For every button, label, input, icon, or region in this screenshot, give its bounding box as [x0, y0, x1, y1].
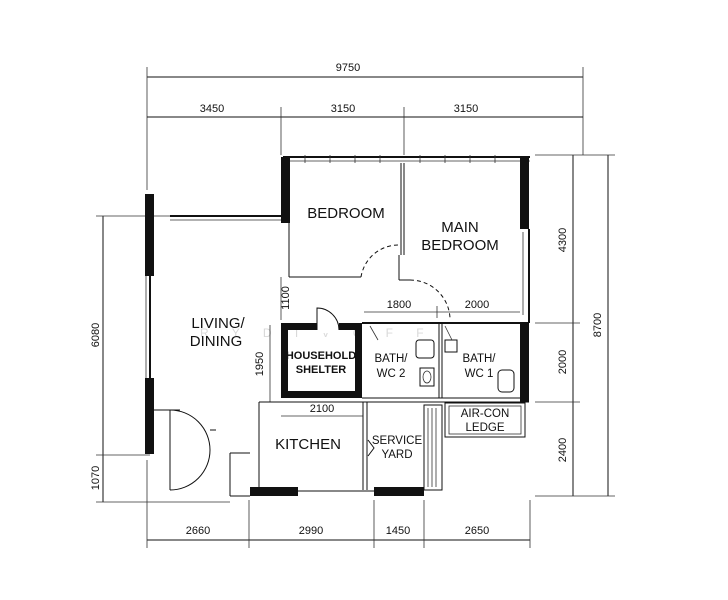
dim-right-3: 2400	[557, 438, 569, 462]
label-bedroom: BEDROOM	[307, 205, 385, 222]
label-bath1-2: WC 1	[465, 368, 494, 380]
toilet-icon-wc2	[415, 339, 435, 359]
bathrooms	[362, 322, 529, 403]
dim-left-lower: 1070	[90, 466, 102, 490]
dim-right-total: 8700	[592, 313, 604, 337]
interior-dimensions: 1100 1800 2000 1950 2100	[254, 277, 520, 417]
watermark-text: R Y D I V O F F	[200, 326, 434, 340]
household-shelter	[281, 307, 362, 398]
label-household: HOUSEHOLD	[286, 350, 356, 362]
dim-bottom-4: 2650	[465, 525, 489, 537]
label-kitchen: KITCHEN	[275, 436, 341, 453]
label-yard: YARD	[381, 449, 412, 461]
external-walls	[145, 155, 530, 454]
sink-icon-wc2	[419, 367, 435, 387]
aircon-ledge	[444, 402, 526, 438]
top-dimensions: 9750 3450 3150 3150	[146, 62, 584, 190]
dim-2000: 2000	[465, 299, 489, 311]
right-dimensions: 8700 4300 2000 2400	[535, 154, 615, 497]
dim-left-upper: 6080	[90, 323, 102, 347]
label-aircon-2: LEDGE	[466, 422, 505, 434]
dim-bottom-2: 2990	[299, 525, 323, 537]
label-main-bedroom-1: MAIN	[441, 219, 479, 236]
dim-top-total: 9750	[336, 62, 360, 74]
left-dimensions: 6080 1070	[90, 215, 230, 503]
room-labels: BEDROOM MAIN BEDROOM LIVING/ DINING HOUS…	[190, 205, 510, 461]
dim-1100: 1100	[280, 286, 292, 310]
dim-top-1: 3450	[200, 103, 224, 115]
label-service: SERVICE	[372, 435, 423, 447]
label-bath2-2: WC 2	[377, 368, 406, 380]
dim-bottom-1: 2660	[186, 525, 210, 537]
label-shelter: SHELTER	[296, 364, 347, 376]
label-living: LIVING/	[191, 315, 245, 332]
label-dining: DINING	[190, 333, 243, 350]
dim-top-3: 3150	[454, 103, 478, 115]
entrance-door	[154, 409, 250, 497]
label-aircon-1: AIR-CON	[461, 408, 510, 420]
dim-right-2: 2000	[557, 350, 569, 374]
dim-bottom-3: 1450	[386, 525, 410, 537]
dim-1800: 1800	[387, 299, 411, 311]
kitchen-walls	[250, 401, 443, 496]
dim-2100: 2100	[310, 403, 334, 415]
label-bath1-1: BATH/	[462, 353, 496, 365]
dim-right-1: 4300	[557, 228, 569, 252]
label-bath2-1: BATH/	[374, 353, 408, 365]
dim-1950: 1950	[254, 352, 266, 376]
bottom-dimensions: 2660 2990 1450 2650	[146, 460, 531, 548]
toilet-icon-wc1	[497, 369, 515, 393]
sink-icon-wc1	[444, 339, 458, 353]
dim-top-2: 3150	[331, 103, 355, 115]
label-main-bedroom-2: BEDROOM	[421, 237, 499, 254]
